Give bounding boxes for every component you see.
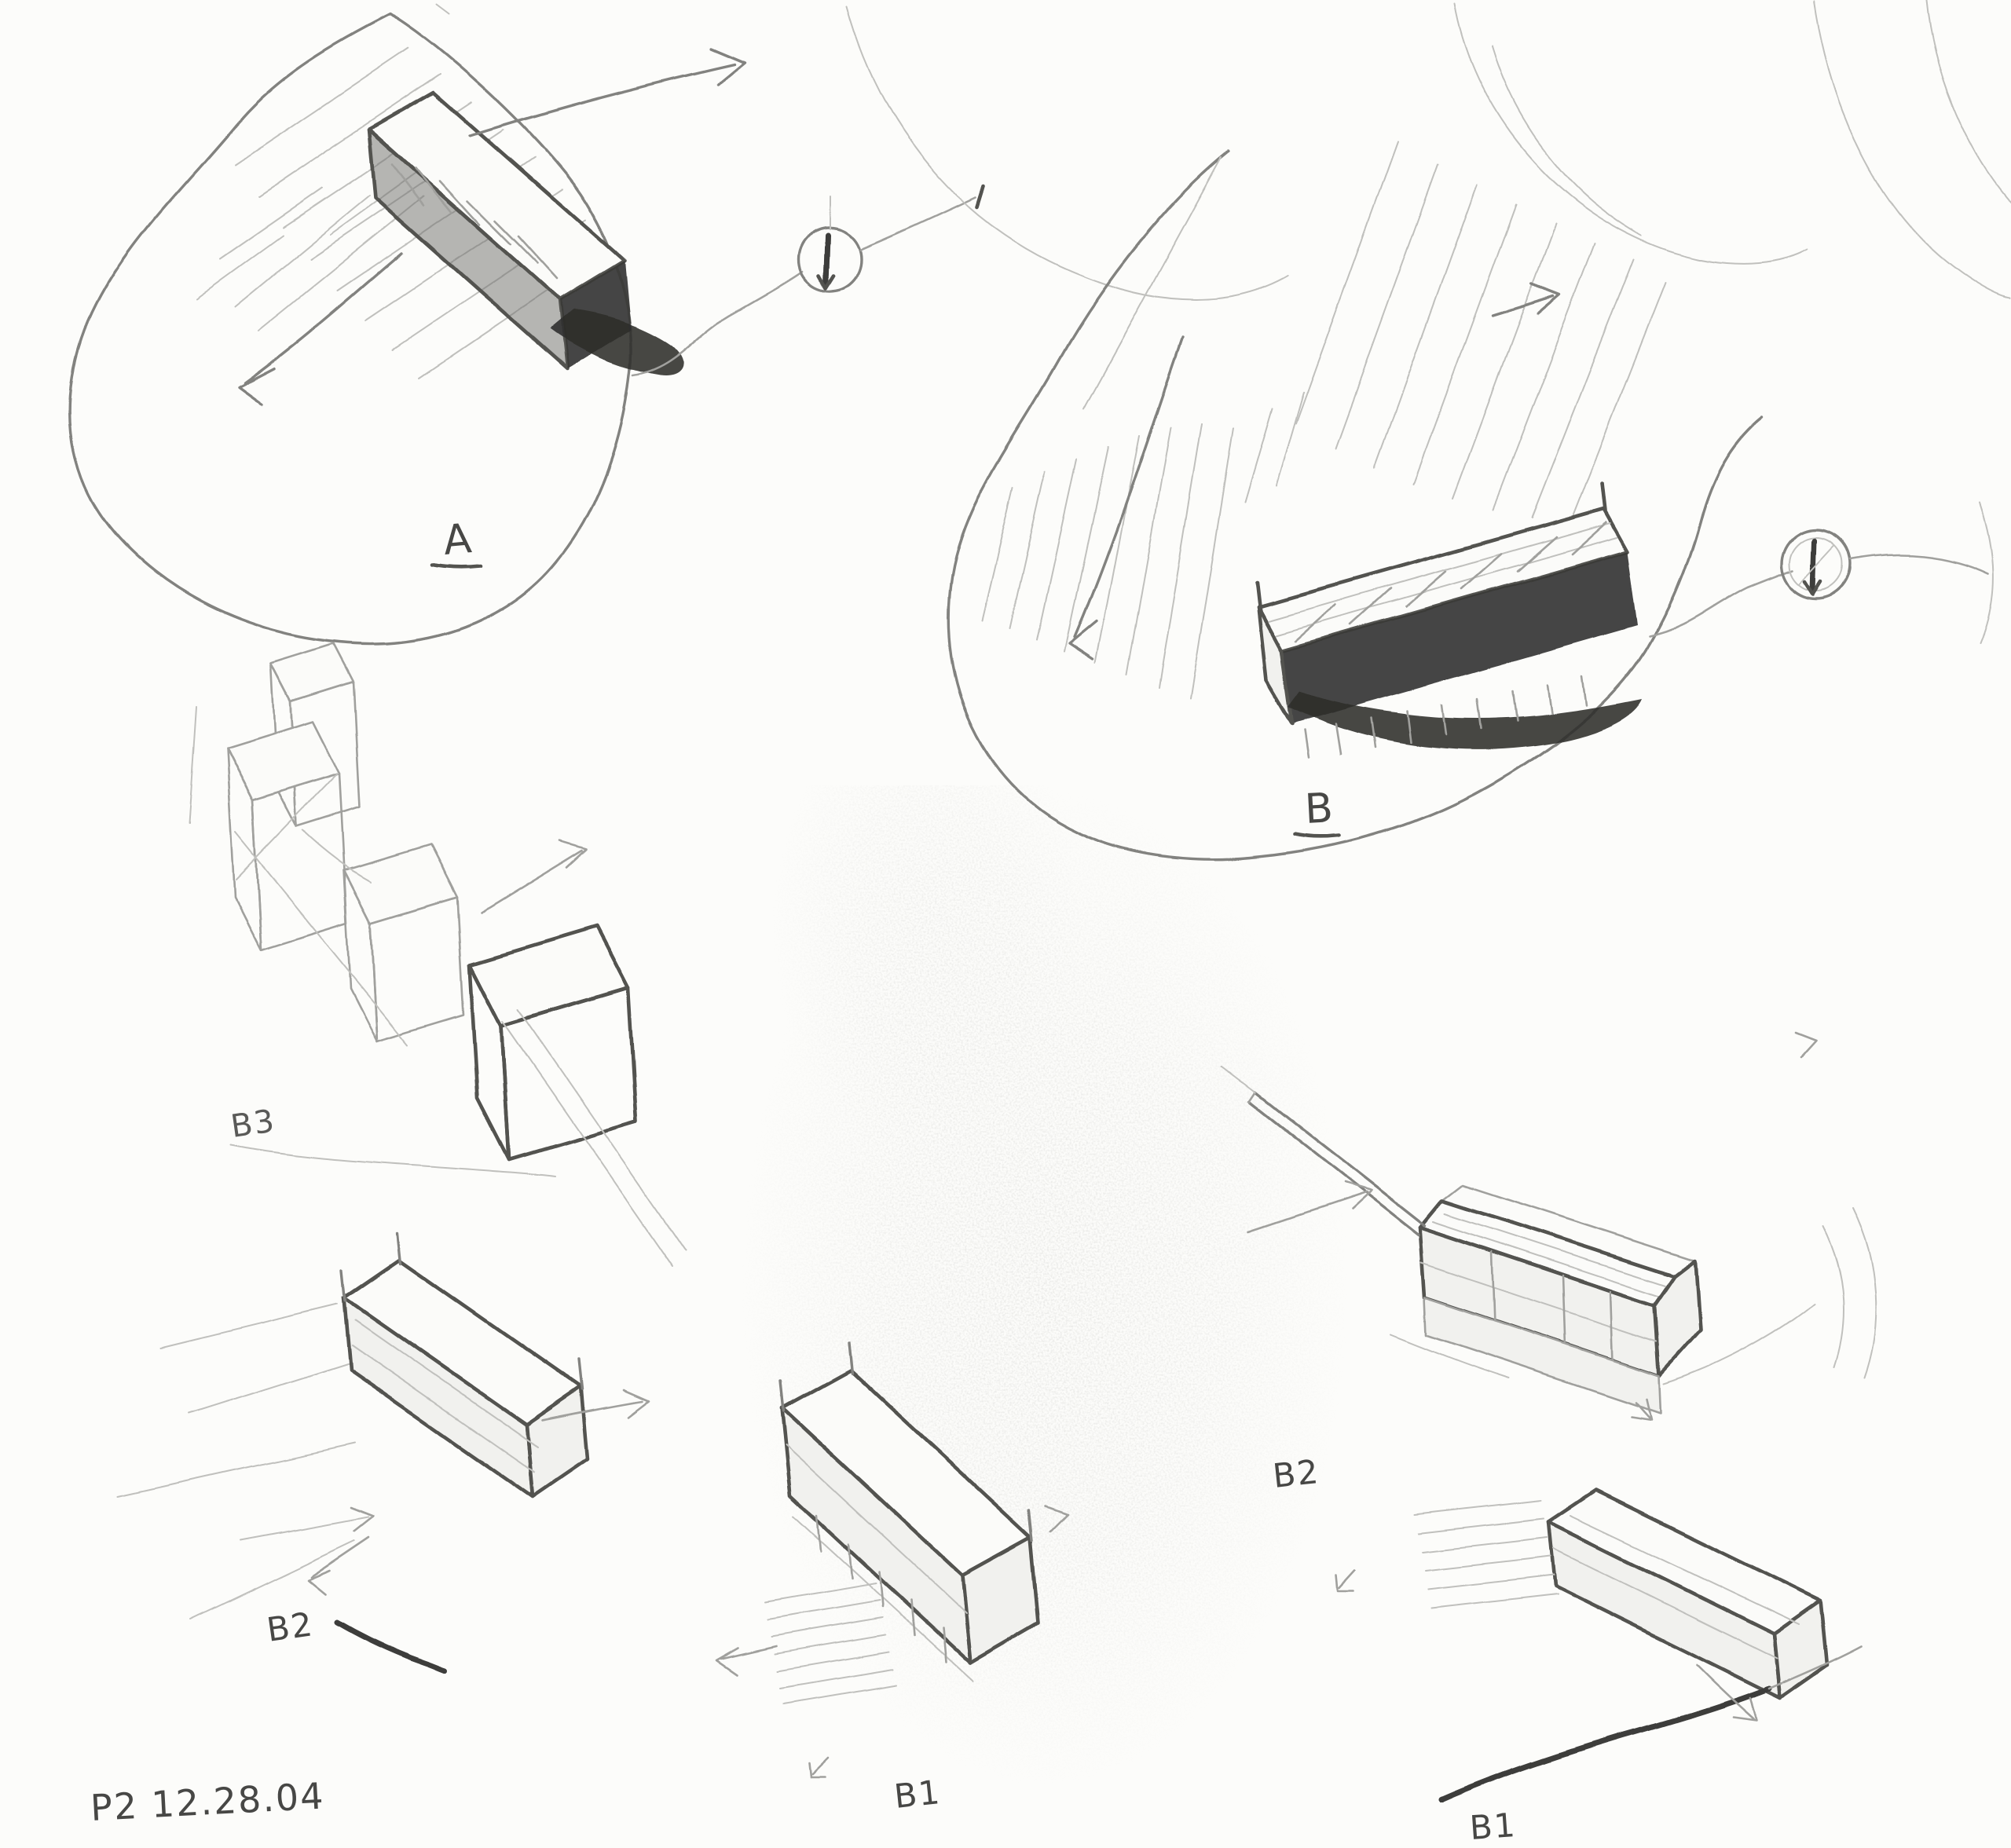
ground-line-b1-right bbox=[1438, 1685, 1772, 1803]
ground-line-ext-b1-right bbox=[1767, 1645, 1863, 1690]
sight-line-b bbox=[1083, 156, 1222, 409]
north-marker-a-icon bbox=[632, 185, 986, 377]
terrain-hatch-b bbox=[1295, 141, 1666, 523]
view-arrow-sw-b2-left bbox=[306, 1536, 371, 1596]
view-arrow-b3 bbox=[479, 839, 589, 914]
tick-top-a bbox=[436, 4, 450, 15]
building-bar-b2-left bbox=[341, 1231, 590, 1499]
ground-line-b2-left bbox=[333, 1619, 448, 1674]
site-plan-b-sketch bbox=[846, 0, 2011, 861]
massing-bar-b1-center-sketch bbox=[715, 1341, 1068, 1778]
ramp-hatch-b1-right bbox=[1415, 1499, 1558, 1609]
north-marker-b-icon bbox=[1648, 502, 1994, 645]
scheme-a-label: A bbox=[441, 515, 475, 565]
cluster-box-3 bbox=[342, 843, 465, 1042]
graphite-smudge bbox=[731, 785, 1359, 1799]
view-arrow-left-b1-right bbox=[1335, 1569, 1357, 1593]
building-bar-b bbox=[1255, 481, 1642, 759]
site-boundary-a bbox=[68, 13, 633, 646]
wall-path-b2-right bbox=[1222, 1066, 1427, 1236]
view-arrow-left-b1-center bbox=[715, 1645, 778, 1676]
building-shadow-b bbox=[1288, 691, 1642, 750]
massing-cluster-b3-sketch bbox=[188, 642, 686, 1267]
view-arrow-ne-b2-right bbox=[1247, 1181, 1373, 1233]
ramp-hatch-b1-center bbox=[765, 1583, 896, 1705]
terrain-lines-b2-right bbox=[1390, 1209, 1878, 1385]
view-arrow-right-b1-center bbox=[1043, 1505, 1068, 1533]
view-arrow-ne-b bbox=[1491, 283, 1562, 317]
scheme-b1-right-label: B1 bbox=[1468, 1806, 1518, 1847]
scheme-b2-right-label: B2 bbox=[1271, 1452, 1321, 1495]
view-arrow-in-b2-left bbox=[241, 1506, 375, 1542]
cluster-construction-lines bbox=[188, 706, 686, 1267]
view-arrow-sw-b bbox=[1068, 336, 1184, 661]
building-bar-b1-right bbox=[1547, 1488, 1830, 1700]
site-hatch-b bbox=[981, 392, 1305, 700]
construction-lines-b2-left bbox=[117, 1303, 356, 1620]
view-arrow-top-b2-right bbox=[1794, 1030, 1818, 1059]
scheme-b2-left-label: B2 bbox=[265, 1605, 317, 1649]
terrain-contours-b bbox=[846, 0, 2011, 301]
view-arrow-down-b1-center bbox=[808, 1756, 830, 1778]
view-arrow-sw-a bbox=[236, 251, 404, 407]
ground-line-b3 bbox=[231, 1144, 555, 1177]
scheme-b1-center-label: B1 bbox=[892, 1773, 943, 1816]
scheme-b-label: B bbox=[1304, 785, 1336, 833]
scheme-b3-label: B3 bbox=[229, 1103, 278, 1144]
massing-bar-b2-left-sketch bbox=[117, 1231, 650, 1674]
site-boundary-b bbox=[947, 149, 1763, 861]
view-arrow-ne-a bbox=[468, 47, 746, 137]
cluster-box-4 bbox=[467, 924, 639, 1162]
date-note: P2 12.28.04 bbox=[90, 1774, 326, 1829]
cluster-box-2 bbox=[225, 719, 349, 951]
building-shadow-a bbox=[550, 310, 683, 376]
scheme-b-underline bbox=[1294, 832, 1342, 839]
massing-bar-b2-right-sketch bbox=[1222, 1030, 1878, 1422]
view-arrow-se-b1-right bbox=[1695, 1663, 1758, 1722]
building-bar-b1-center bbox=[778, 1341, 1041, 1683]
view-arrow-right-b2-left bbox=[540, 1389, 650, 1422]
building-gable-b2-right bbox=[1418, 1183, 1702, 1415]
massing-bar-b1-right-sketch bbox=[1335, 1488, 1863, 1803]
view-arrow-se-b2-right bbox=[1629, 1398, 1653, 1422]
scheme-a-underline bbox=[431, 563, 483, 570]
building-bar-a bbox=[367, 90, 683, 376]
site-plan-a-sketch bbox=[68, 4, 986, 646]
